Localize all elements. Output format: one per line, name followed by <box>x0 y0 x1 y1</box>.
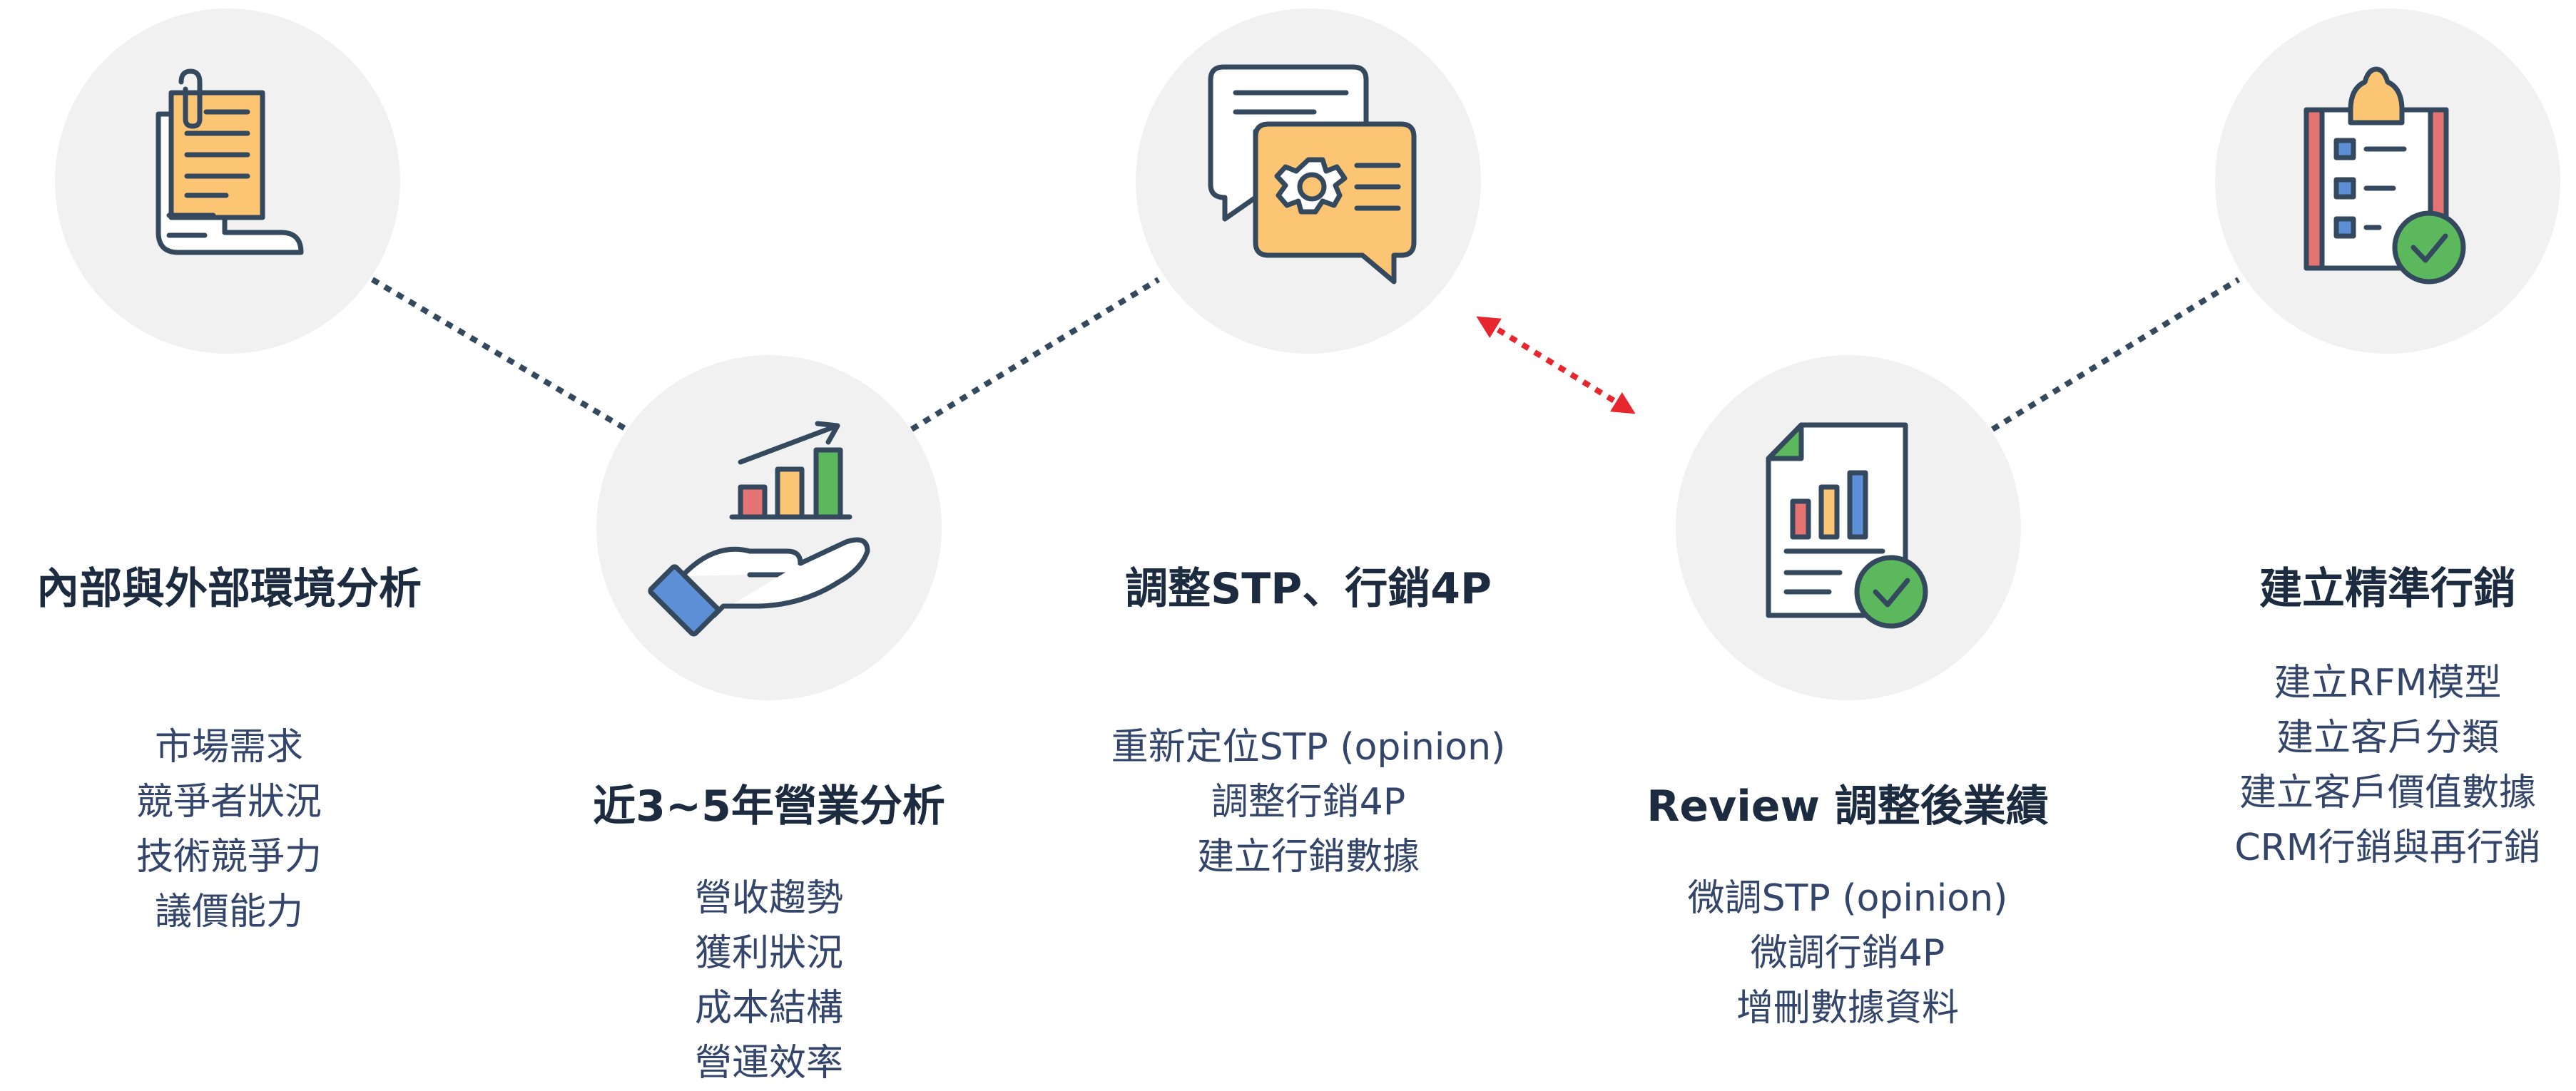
step-2-circle <box>596 355 942 700</box>
step-4-title: Review 調整後業績 <box>1646 782 2049 831</box>
step-4-items: 微調STP (opinion) 微調行銷4P 增刪數據資料 <box>1527 871 2169 1036</box>
step-5-title: 建立精準行銷 <box>2259 564 2516 614</box>
step-1-items: 市場需求 競爭者狀況 技術競爭力 議價能力 <box>0 720 550 940</box>
list-item: 調整行銷4P <box>1211 781 1406 824</box>
step-5-items: 建立RFM模型 建立客戶分類 建立客戶價值數據 CRM行銷與再行銷 <box>2067 656 2576 876</box>
list-item: 獲利狀況 <box>694 932 843 975</box>
list-item: 競爭者狀況 <box>136 781 322 824</box>
list-item: CRM行銷與再行銷 <box>2234 826 2541 869</box>
list-item: 技術競爭力 <box>136 836 322 879</box>
list-item: 市場需求 <box>154 726 303 769</box>
list-item: 營收趨勢 <box>694 877 843 920</box>
report-check-icon <box>1766 422 1928 629</box>
list-item: 增刪數據資料 <box>1736 987 1959 1030</box>
clipboard-check-icon <box>2303 66 2466 285</box>
connector-4-5 <box>1990 277 2241 432</box>
list-item: 建立客戶價值數據 <box>2239 772 2536 814</box>
list-item: 議價能力 <box>154 891 303 933</box>
step-2-title: 近3~5年營業分析 <box>593 782 945 831</box>
list-item: 建立RFM模型 <box>2274 662 2502 705</box>
list-item: 微調STP (opinion) <box>1687 877 2008 920</box>
step-3-circle <box>1136 9 1481 354</box>
step-3-items: 重新定位STP (opinion) 調整行銷4P 建立行銷數據 <box>987 720 1629 885</box>
step-4-circle <box>1676 355 2021 700</box>
step-3-title: 調整STP、行銷4P <box>1125 564 1492 614</box>
connector-2-3 <box>910 277 1161 432</box>
step-5-circle <box>2215 9 2560 354</box>
list-item: 成本結構 <box>694 987 843 1030</box>
list-item: 建立行銷數據 <box>1196 836 1420 879</box>
list-item: 建立客戶分類 <box>2276 717 2499 759</box>
growth-chart-hand-icon <box>648 421 870 637</box>
chat-gear-icon <box>1208 64 1417 285</box>
list-item: 微調行銷4P <box>1750 932 1945 975</box>
document-icon <box>156 68 304 255</box>
list-item: 重新定位STP (opinion) <box>1111 726 1506 769</box>
list-item: 營運效率 <box>694 1042 843 1085</box>
step-2-items: 營收趨勢 獲利狀況 成本結構 營運效率 <box>448 871 1090 1091</box>
connector-1-2 <box>370 277 628 432</box>
feedback-arrow <box>1476 316 1636 414</box>
step-1-circle <box>55 9 400 354</box>
step-1-title: 內部與外部環境分析 <box>36 564 422 614</box>
